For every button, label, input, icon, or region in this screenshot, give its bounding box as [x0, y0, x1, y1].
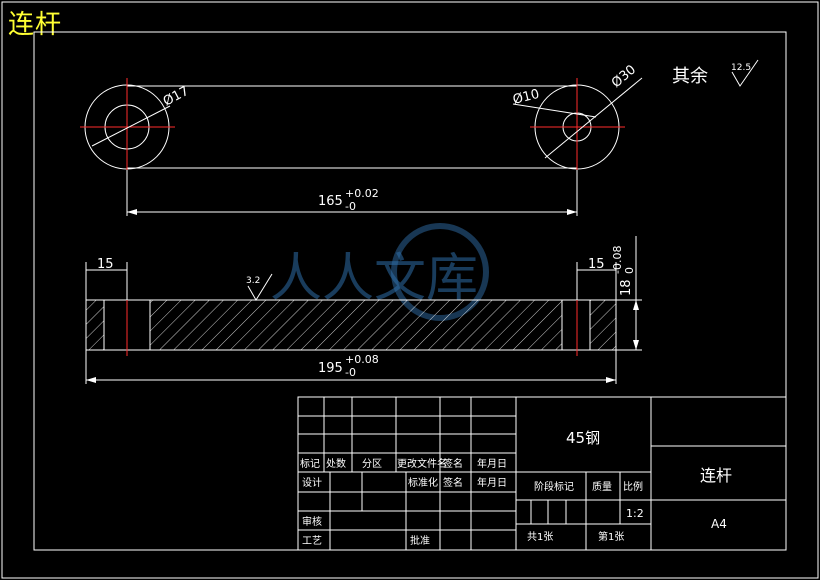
- dim-165-tol-lower: -0: [345, 200, 356, 213]
- tb-header-count: 处数: [326, 457, 346, 470]
- dim-195-tol-lower: -0: [345, 366, 356, 379]
- tb-sign: 签名: [443, 476, 463, 489]
- dim-195: 195: [318, 361, 343, 376]
- dim-dia-30: Ø30: [609, 62, 639, 91]
- surface-note-label: 其余: [672, 66, 708, 87]
- tb-sheet-size: A4: [711, 517, 727, 531]
- dim-15-left: 15: [97, 257, 114, 272]
- dim-15-right: 15: [588, 257, 605, 272]
- title-block: 标记 处数 分区 更改文件名 签名 年月日 设计 标准化 签名 年月日 审核 工…: [297, 396, 787, 551]
- dim-18-tol-lower: 0: [623, 267, 636, 274]
- tb-review: 审核: [302, 515, 322, 528]
- dim-18-tol-upper: -0.08: [611, 246, 624, 274]
- tb-header-date: 年月日: [477, 457, 507, 470]
- tb-header-zone: 分区: [362, 458, 382, 470]
- tb-header-file: 更改文件名: [397, 457, 447, 470]
- tb-design: 设计: [302, 476, 322, 489]
- tb-header-mark: 标记: [300, 458, 320, 470]
- watermark-text: 人人文库: [270, 249, 478, 309]
- tb-weight: 质量: [592, 481, 612, 493]
- tb-approve: 批准: [410, 534, 430, 547]
- tb-scale: 1:2: [626, 507, 644, 520]
- tb-total-sheets: 共1张: [527, 531, 553, 543]
- top-view: Ø17 Ø10 Ø30 165 +0.02 -0: [80, 62, 643, 216]
- tb-date: 年月日: [477, 476, 507, 489]
- dim-195-tol-upper: +0.08: [345, 353, 379, 366]
- tb-process: 工艺: [302, 535, 322, 547]
- dim-dia-17: Ø17: [161, 84, 192, 110]
- dim-165-tol-upper: +0.02: [345, 187, 379, 200]
- tb-header-sign: 签名: [443, 457, 463, 470]
- tb-material: 45钢: [566, 429, 600, 447]
- dim-dia-10: Ø10: [511, 87, 541, 108]
- surface-side-value: 3.2: [246, 276, 260, 286]
- dim-18: 18: [619, 279, 634, 296]
- tb-standardize: 标准化: [408, 476, 438, 489]
- tb-stage-mark: 阶段标记: [534, 480, 574, 493]
- surface-note-value: 12.5: [731, 63, 751, 73]
- roughness-note: 其余 12.5: [672, 59, 759, 87]
- section-outline: [85, 299, 617, 351]
- section-view: 15 15 3.2 195 +0.08 -0 18 -0.08 0: [85, 236, 642, 384]
- dim-165: 165: [318, 194, 343, 209]
- drawing-title: 连杆: [8, 10, 63, 40]
- tb-sheet-no: 第1张: [598, 530, 624, 543]
- tb-ratio: 比例: [623, 480, 643, 493]
- tb-part-name: 连杆: [700, 466, 732, 485]
- watermark: 人人文库: [270, 223, 489, 321]
